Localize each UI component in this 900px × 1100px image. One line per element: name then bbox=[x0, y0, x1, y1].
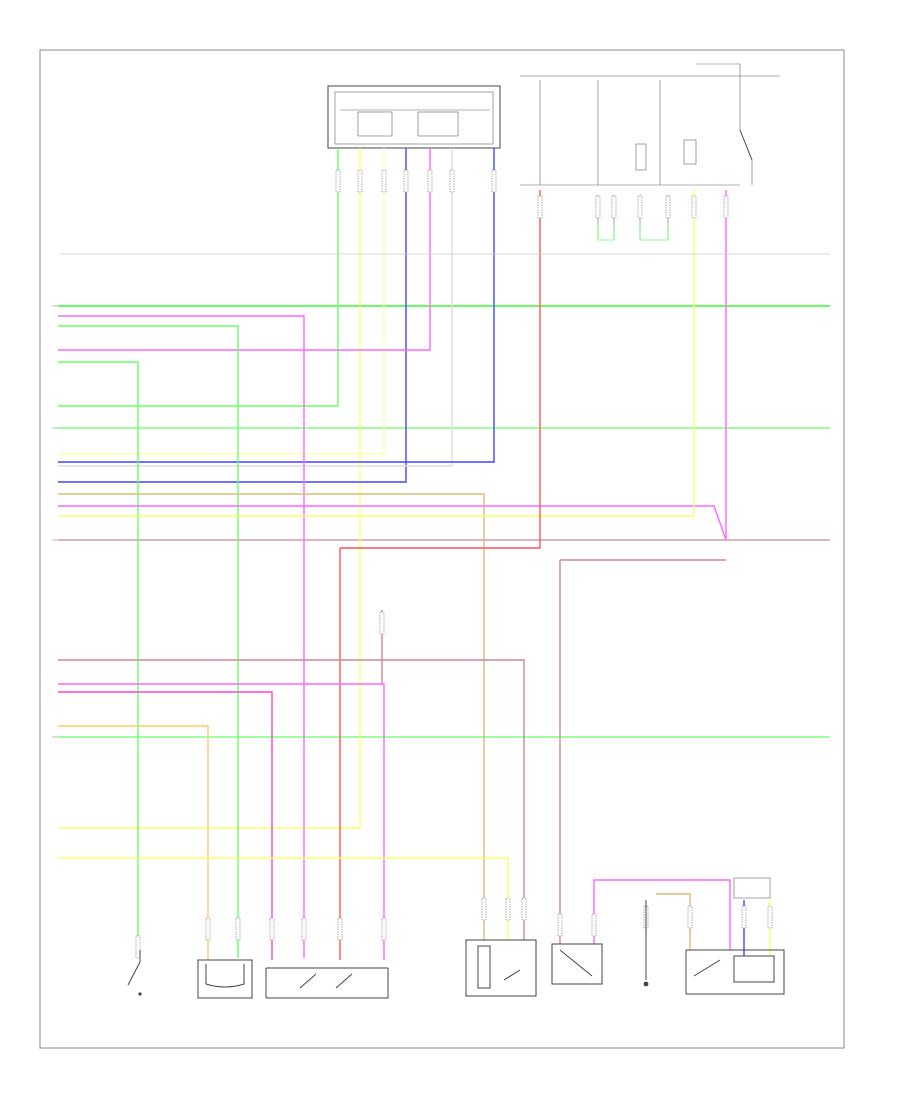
wire-pink-to-switch3 bbox=[58, 315, 305, 958]
component-relay-5 bbox=[551, 943, 603, 985]
component-pump-7 bbox=[685, 877, 785, 995]
wire-connector-16 bbox=[135, 935, 141, 959]
wire-connector-7 bbox=[491, 169, 497, 193]
wire-yellow-tank bbox=[58, 857, 509, 940]
component-ground-6 bbox=[643, 900, 649, 987]
jumper-loop-2 bbox=[639, 225, 669, 241]
wire-connector-1 bbox=[335, 169, 341, 193]
wire-connector-9 bbox=[595, 195, 601, 219]
wire-connector-3 bbox=[381, 169, 387, 193]
jumper-loop-1 bbox=[597, 225, 615, 241]
wire-tan-to-tank bbox=[58, 493, 485, 940]
bottom-components bbox=[127, 877, 785, 999]
wire-connector-14 bbox=[723, 195, 729, 219]
wire-red-fuse bbox=[340, 190, 541, 549]
wire-connector-30 bbox=[741, 905, 747, 929]
wire-connector-29 bbox=[687, 905, 693, 929]
wire-module-6 bbox=[58, 148, 453, 467]
component-tank-4 bbox=[465, 939, 537, 997]
wire-module-5 bbox=[58, 148, 431, 351]
wire-connector-21 bbox=[337, 917, 343, 941]
wire-connector-13 bbox=[691, 195, 697, 219]
component-sensor-2 bbox=[197, 959, 253, 999]
wire-connector-11 bbox=[637, 195, 643, 219]
wire-connector-19 bbox=[269, 917, 275, 941]
wire-connector-25 bbox=[521, 897, 527, 921]
wire-green-to-sensor bbox=[58, 325, 239, 958]
wire-pink-to-relay bbox=[58, 190, 727, 541]
wire-connector-17 bbox=[205, 917, 211, 941]
wire-yellow-right bbox=[58, 190, 695, 517]
wire-connector-20 bbox=[301, 917, 307, 941]
diagram-frame bbox=[39, 49, 845, 1049]
wire-module-2 bbox=[58, 148, 361, 829]
wire-connector-5 bbox=[427, 169, 433, 193]
wire-module-4 bbox=[58, 148, 407, 483]
wire-connector-2 bbox=[357, 169, 363, 193]
top-module bbox=[327, 85, 501, 149]
wire-connector-31 bbox=[767, 905, 773, 929]
wire-module-3 bbox=[58, 148, 385, 455]
wire-connector-12 bbox=[665, 195, 671, 219]
wire-group bbox=[52, 148, 830, 960]
wire-connector-24 bbox=[505, 897, 511, 921]
wire-green-to-switch1 bbox=[58, 361, 139, 958]
wire-module-1 bbox=[58, 148, 339, 407]
wire-connector-4 bbox=[403, 169, 409, 193]
wire-connector-23 bbox=[481, 897, 487, 921]
wire-connector-15 bbox=[379, 611, 385, 635]
fuse-block bbox=[520, 63, 780, 241]
wire-connector-26 bbox=[557, 913, 563, 937]
wire-connector-27 bbox=[591, 913, 597, 937]
wire-connector-8 bbox=[537, 195, 543, 219]
wire-module-7 bbox=[58, 148, 495, 463]
component-switch-3 bbox=[265, 967, 389, 999]
component-switch-1 bbox=[127, 950, 142, 996]
wire-tan-sensor bbox=[58, 725, 209, 960]
wire-connector-22 bbox=[381, 917, 387, 941]
wire-pink-pump bbox=[593, 879, 731, 950]
wire-pink-a bbox=[58, 683, 385, 960]
wire-connector-6 bbox=[449, 169, 455, 193]
wire-connector-18 bbox=[235, 917, 241, 941]
wire-ground-tan bbox=[656, 893, 691, 950]
wire-connector-10 bbox=[611, 195, 617, 219]
wire-pink-b bbox=[58, 691, 273, 960]
wire-mid-magenta bbox=[58, 659, 525, 940]
